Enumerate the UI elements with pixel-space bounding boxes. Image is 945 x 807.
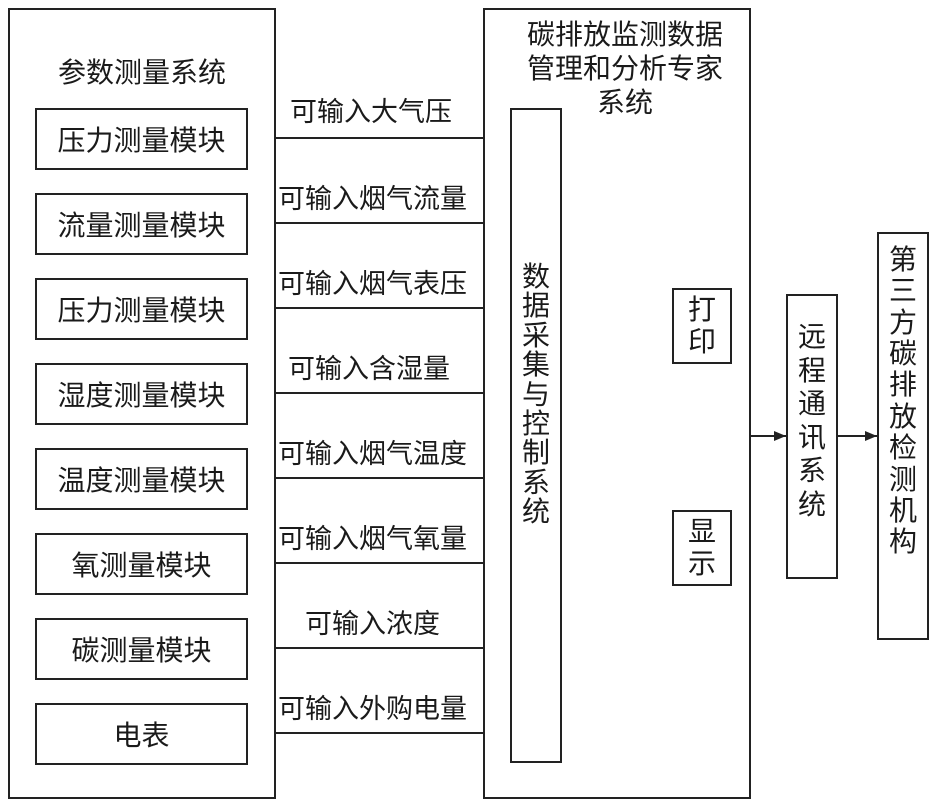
module-flow: 流量测量模块 bbox=[35, 193, 248, 255]
third-party-char: 检 bbox=[888, 431, 917, 465]
print-char: 印 bbox=[687, 325, 716, 359]
expert-system-title: 碳排放监测数据 管理和分析专家 系统 bbox=[505, 18, 745, 120]
print-label: 打印 bbox=[672, 293, 732, 359]
third-party-char: 测 bbox=[888, 462, 917, 496]
dacs-char: 数 bbox=[521, 260, 550, 293]
third-party-char: 第 bbox=[888, 243, 917, 276]
parameter-measurement-title: 参数测量系统 bbox=[57, 56, 226, 89]
remote-char: 程 bbox=[797, 353, 826, 387]
module-oxygen: 氧测量模块 bbox=[35, 533, 248, 595]
expert-system-title-line-2: 管理和分析专家 bbox=[526, 52, 723, 86]
display-label: 显示 bbox=[672, 515, 732, 581]
display-char: 显 bbox=[687, 515, 716, 548]
module-electric-meter: 电表 bbox=[35, 703, 248, 765]
remote-communication-label: 远程通讯系统 bbox=[786, 320, 838, 522]
dacs-char: 制 bbox=[521, 436, 550, 470]
remote-char: 系 bbox=[797, 454, 826, 488]
print-char: 打 bbox=[687, 293, 716, 326]
data-acquisition-control-box bbox=[510, 108, 562, 763]
signal-label-4: 可输入含湿量 bbox=[288, 354, 450, 385]
remote-char: 讯 bbox=[797, 420, 826, 454]
third-party-char: 构 bbox=[888, 525, 917, 559]
expert-system-title-line-3: 系统 bbox=[596, 86, 653, 120]
remote-communication-box bbox=[786, 294, 838, 579]
third-party-box bbox=[877, 232, 929, 640]
dacs-char: 据 bbox=[521, 289, 550, 323]
remote-char: 统 bbox=[797, 487, 826, 521]
dacs-char: 采 bbox=[521, 318, 550, 352]
third-party-char: 三 bbox=[888, 274, 917, 308]
module-temperature: 温度测量模块 bbox=[35, 448, 248, 510]
display-box bbox=[672, 510, 732, 586]
signal-label-7: 可输入浓度 bbox=[305, 609, 440, 640]
display-char: 示 bbox=[687, 547, 716, 581]
third-party-char: 碳 bbox=[888, 337, 917, 371]
signal-label-3: 可输入烟气表压 bbox=[278, 269, 467, 300]
dacs-char: 统 bbox=[521, 495, 550, 529]
dacs-char: 系 bbox=[521, 465, 550, 499]
third-party-char: 方 bbox=[888, 305, 917, 339]
third-party-char: 放 bbox=[888, 399, 917, 433]
third-party-char: 排 bbox=[888, 368, 917, 402]
module-humidity: 湿度测量模块 bbox=[35, 363, 248, 425]
module-pressure-1: 压力测量模块 bbox=[35, 108, 248, 170]
signal-label-8: 可输入外购电量 bbox=[278, 694, 467, 725]
dacs-char: 集 bbox=[521, 348, 550, 382]
third-party-char: 机 bbox=[888, 493, 917, 527]
signal-label-1: 可输入大气压 bbox=[290, 97, 452, 128]
signal-label-5: 可输入烟气温度 bbox=[278, 439, 467, 470]
dacs-char: 与 bbox=[521, 377, 550, 411]
third-party-label: 第三方碳排放检测机构 bbox=[877, 244, 929, 558]
data-acquisition-control-label: 数据采集与控制系统 bbox=[510, 262, 562, 527]
module-carbon: 碳测量模块 bbox=[35, 618, 248, 680]
remote-char: 通 bbox=[797, 387, 826, 421]
module-pressure-2: 压力测量模块 bbox=[35, 278, 248, 340]
remote-char: 远 bbox=[797, 320, 826, 353]
dacs-char: 控 bbox=[521, 406, 550, 440]
signal-label-6: 可输入烟气氧量 bbox=[278, 524, 467, 555]
signal-label-2: 可输入烟气流量 bbox=[278, 184, 467, 215]
print-box bbox=[672, 288, 732, 364]
expert-system-title-line-1: 碳排放监测数据 bbox=[526, 18, 723, 51]
